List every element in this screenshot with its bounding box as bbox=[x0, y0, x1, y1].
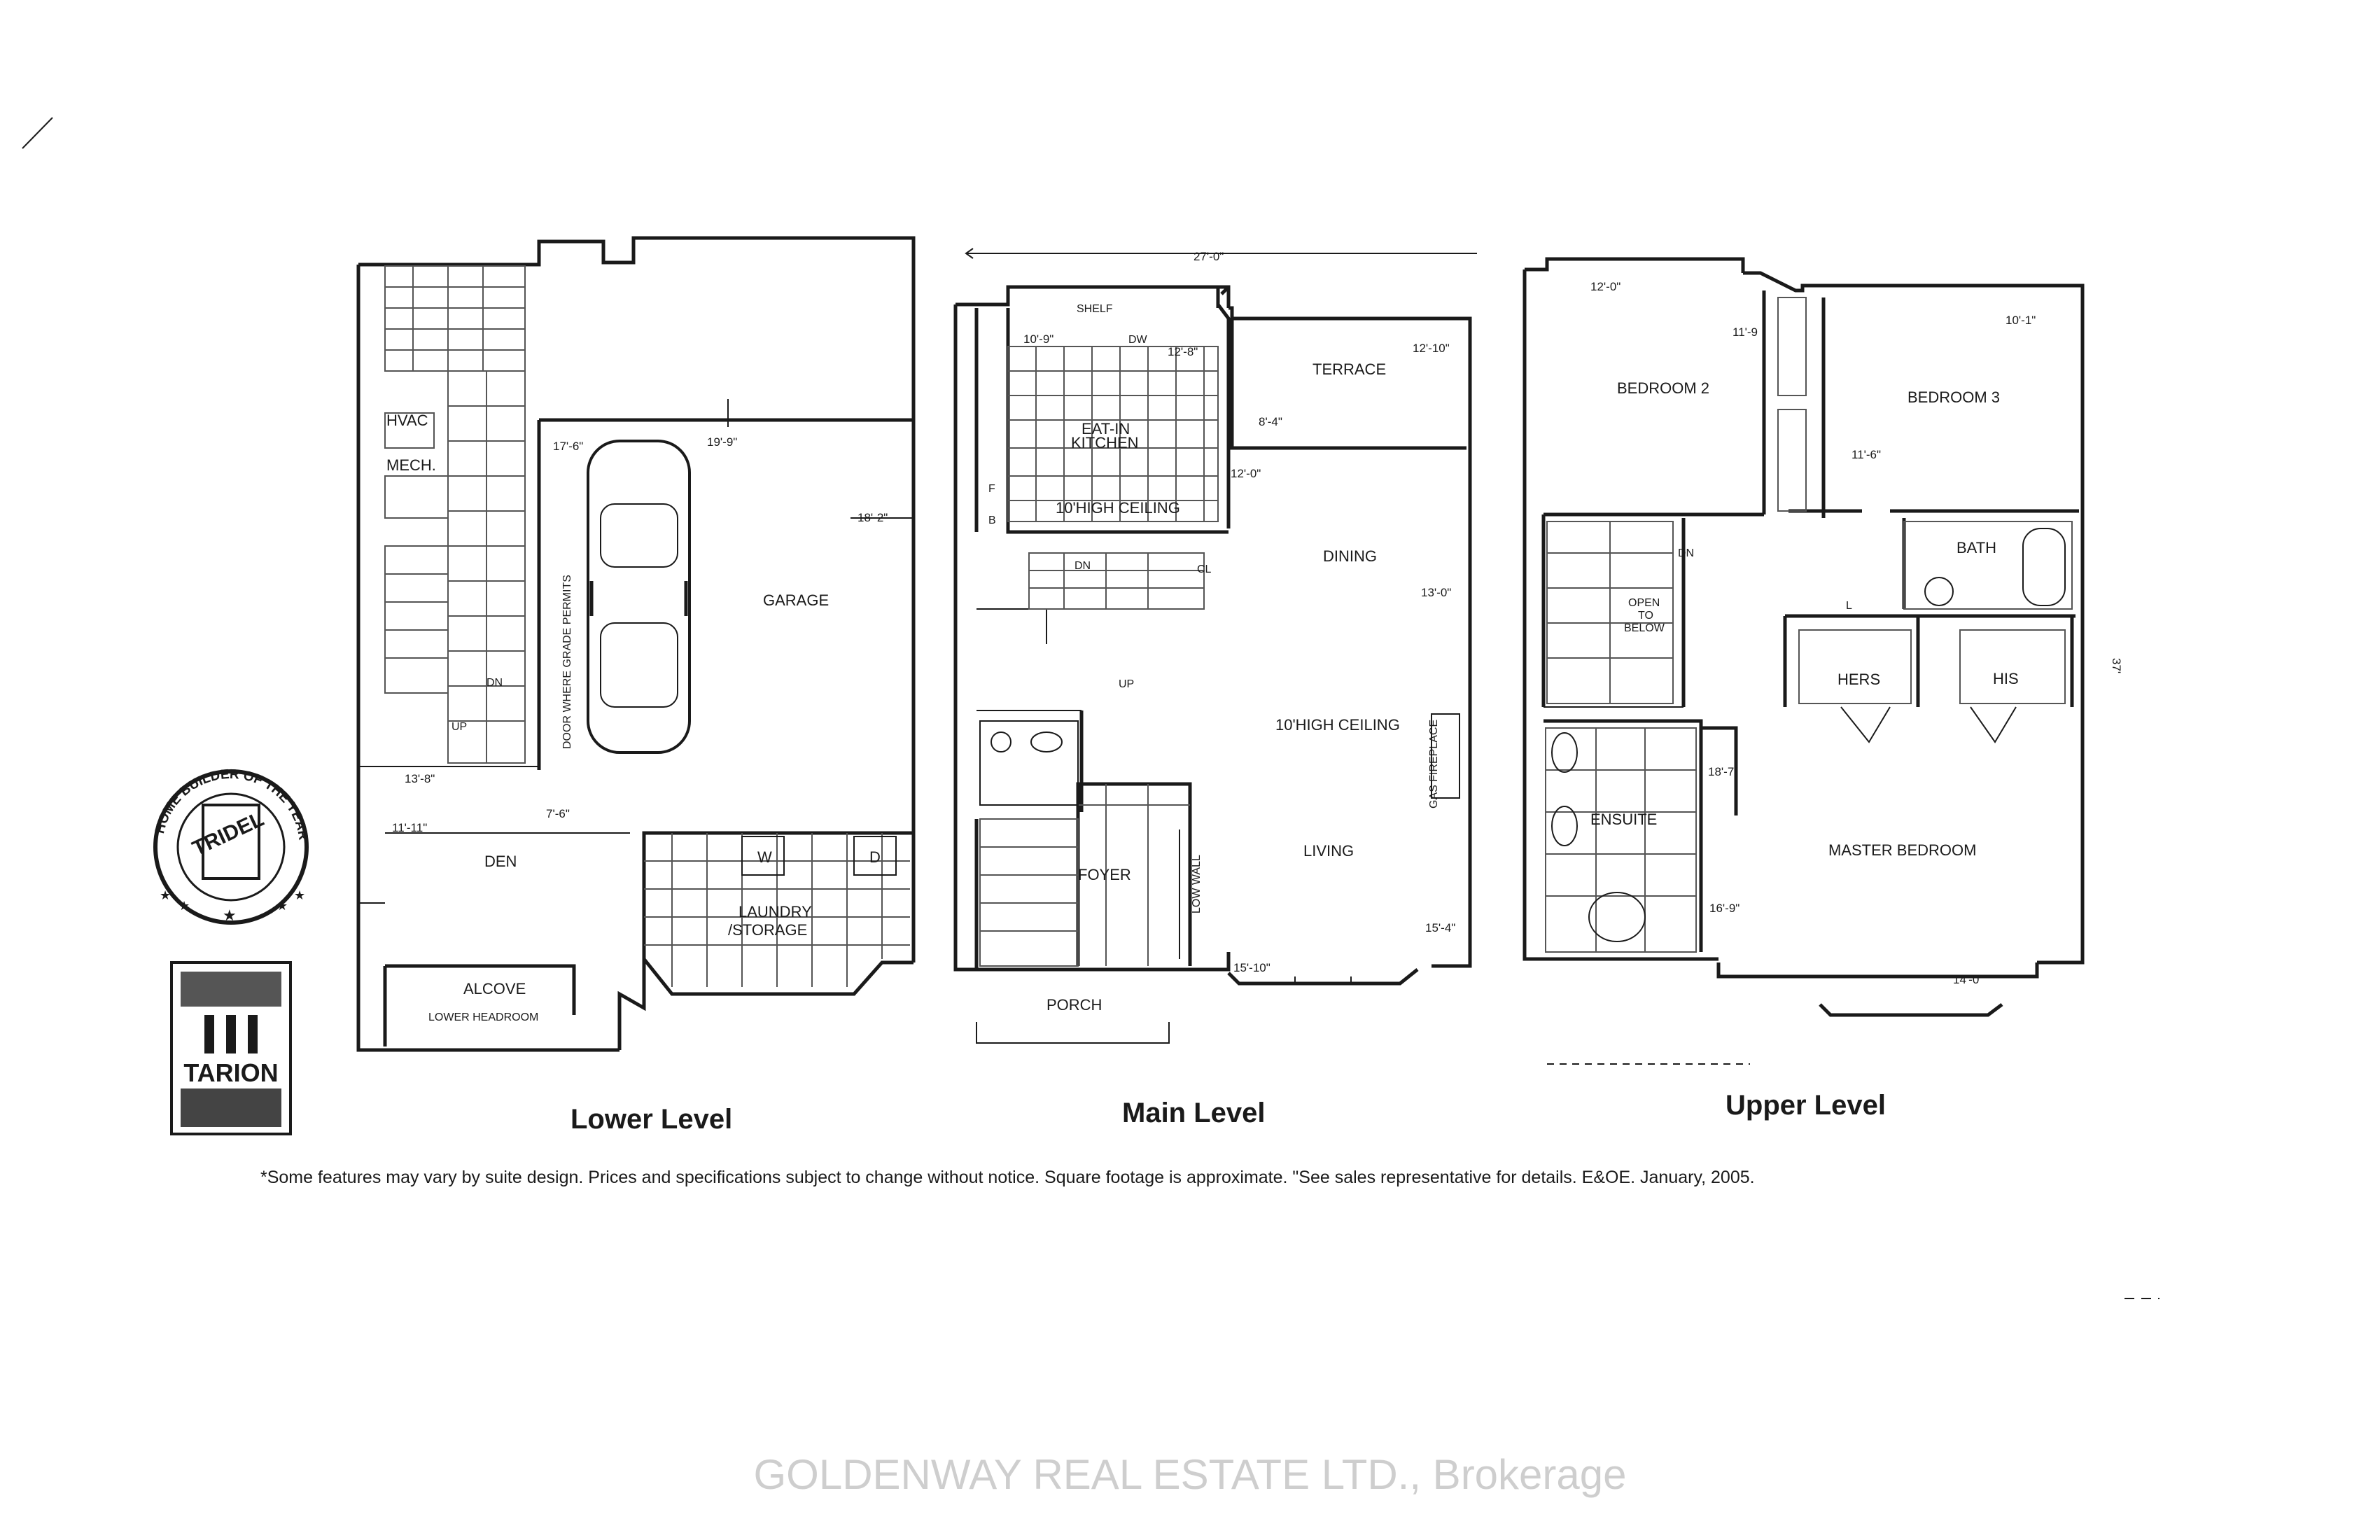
lower-dim-19-9: 19'-9" bbox=[707, 435, 737, 449]
lower-room-up: UP bbox=[451, 721, 467, 733]
main-dim-27-0: 27'-0" bbox=[1194, 250, 1224, 263]
lower-room-mech: MECH. bbox=[386, 456, 436, 474]
car-icon bbox=[587, 440, 691, 754]
tarion-name: TARION bbox=[183, 1058, 278, 1087]
main-room-terrace: TERRACE bbox=[1312, 360, 1386, 378]
main-level-plan: SHELF DW TERRACE EAT-IN KITCHEN 10'HIGH … bbox=[953, 248, 1477, 1128]
upper-room-dn: DN bbox=[1678, 547, 1694, 559]
svg-text:★: ★ bbox=[276, 899, 288, 913]
tridel-badge: HOME BUILDER OF THE YEAR TRIDEL ★ ★ ★ ★ … bbox=[153, 767, 311, 925]
lower-dim-18-2: 18'-2" bbox=[858, 511, 888, 524]
tarion-badge: TARION bbox=[170, 961, 292, 1135]
upper-room-bedroom-3: BEDROOM 3 bbox=[1907, 388, 2000, 406]
main-room-fridge: F bbox=[988, 483, 995, 495]
main-room-foyer: FOYER bbox=[1078, 866, 1131, 883]
main-room-gas-fireplace: GAS FIREPLACE bbox=[1428, 720, 1440, 808]
upper-dim-16-9: 16'-9" bbox=[1709, 902, 1740, 915]
svg-text:★: ★ bbox=[160, 888, 171, 902]
star-icon: ★ ★ ★ ★ ★ bbox=[160, 888, 305, 924]
main-room-kitchen-ceiling: 10'HIGH CEILING bbox=[1056, 499, 1180, 517]
main-room-dining: DINING bbox=[1323, 547, 1377, 565]
upper-room-to: TO bbox=[1638, 610, 1653, 622]
main-room-porch: PORCH bbox=[1046, 996, 1102, 1014]
lower-dim-17-6: 17'-6" bbox=[553, 440, 583, 453]
lower-level-plan: HVAC MECH. DN UP DOOR WHERE GRADE PERMIT… bbox=[356, 236, 916, 1135]
upper-dim-37: 37' bbox=[2110, 658, 2123, 673]
upper-room-his: HIS bbox=[1993, 670, 2019, 687]
main-dim-12-10: 12'-10" bbox=[1413, 342, 1450, 355]
lower-room-alcove: ALCOVE bbox=[463, 980, 526, 997]
upper-dim-10-1: 10'-1" bbox=[2005, 314, 2036, 327]
upper-room-linen: L bbox=[1846, 600, 1852, 612]
scan-mark bbox=[22, 117, 53, 149]
upper-dim-11-9: 11'-9 bbox=[1732, 326, 1758, 339]
main-dim-12-8: 12'-8" bbox=[1168, 345, 1198, 358]
upper-dim-14-0: 14'-0" bbox=[1953, 973, 1983, 986]
lower-room-washer: W bbox=[757, 848, 772, 866]
upper-room-bath: BATH bbox=[1956, 539, 1996, 556]
upper-room-bedroom-2: BEDROOM 2 bbox=[1617, 379, 1709, 397]
main-level-title: Main Level bbox=[1122, 1098, 1266, 1128]
lower-dim-7-6: 7'-6" bbox=[546, 807, 570, 820]
upper-room-hers: HERS bbox=[1837, 671, 1880, 688]
main-dim-15-4: 15'-4" bbox=[1425, 921, 1455, 934]
main-room-b: B bbox=[988, 514, 996, 526]
upper-level-plan: BEDROOM 2 BEDROOM 3 BATH DN OPEN TO BELO… bbox=[1522, 257, 2160, 1299]
lower-room-door-where-grade-permits: DOOR WHERE GRADE PERMITS bbox=[561, 575, 573, 749]
main-room-living-ceiling: 10'HIGH CEILING bbox=[1275, 716, 1400, 734]
main-dim-12-0: 12'-0" bbox=[1231, 467, 1261, 480]
lower-level-title: Lower Level bbox=[570, 1104, 732, 1135]
svg-text:★: ★ bbox=[294, 888, 305, 902]
main-room-kitchen: KITCHEN bbox=[1071, 434, 1139, 451]
main-dim-15-10: 15'-10" bbox=[1233, 961, 1270, 974]
disclaimer-text: *Some features may vary by suite design.… bbox=[260, 1168, 1755, 1187]
lower-room-garage: GARAGE bbox=[763, 592, 829, 609]
upper-room-master-bedroom: MASTER BEDROOM bbox=[1828, 841, 1976, 859]
lower-room-laundry: LAUNDRY bbox=[738, 903, 812, 920]
svg-text:★: ★ bbox=[178, 899, 190, 913]
lower-dim-13-8: 13'-8" bbox=[405, 772, 435, 785]
lower-dim-11-11: 11'-11" bbox=[392, 821, 427, 834]
main-dim-13-0: 13'-0" bbox=[1421, 586, 1451, 599]
upper-level-title: Upper Level bbox=[1726, 1090, 1886, 1121]
upper-room-open: OPEN bbox=[1628, 597, 1660, 609]
upper-room-below: BELOW bbox=[1624, 622, 1665, 634]
lower-room-hvac: HVAC bbox=[386, 412, 428, 429]
main-room-living: LIVING bbox=[1303, 842, 1354, 860]
lower-room-lower-headroom: LOWER HEADROOM bbox=[428, 1011, 538, 1023]
brokerage-watermark: GOLDENWAY REAL ESTATE LTD., Brokerage bbox=[753, 1451, 1627, 1498]
main-room-eat-in: EAT-IN bbox=[1082, 420, 1130, 438]
main-dim-10-9: 10'-9" bbox=[1023, 332, 1054, 346]
upper-dim-12-0: 12'-0" bbox=[1590, 280, 1620, 293]
main-room-up: UP bbox=[1119, 678, 1134, 690]
main-dim-8-4: 8'-4" bbox=[1259, 415, 1282, 428]
main-room-dn: DN bbox=[1074, 560, 1091, 572]
lower-room-dn: DN bbox=[486, 677, 503, 689]
lower-room-dryer: D bbox=[869, 848, 881, 866]
svg-text:★: ★ bbox=[223, 906, 237, 924]
main-room-low-wall: LOW WALL bbox=[1191, 855, 1203, 913]
lower-room-den: DEN bbox=[484, 853, 517, 870]
main-room-dw: DW bbox=[1128, 334, 1148, 346]
main-room-shelf: SHELF bbox=[1077, 303, 1113, 315]
main-room-closet: CL bbox=[1197, 564, 1212, 575]
upper-room-ensuite: ENSUITE bbox=[1590, 811, 1657, 828]
tridel-name: TRIDEL bbox=[189, 808, 267, 861]
upper-dim-18-7: 18'-7" bbox=[1708, 765, 1738, 778]
upper-dim-11-6: 11'-6" bbox=[1851, 448, 1881, 461]
lower-room-storage: /STORAGE bbox=[728, 921, 807, 939]
